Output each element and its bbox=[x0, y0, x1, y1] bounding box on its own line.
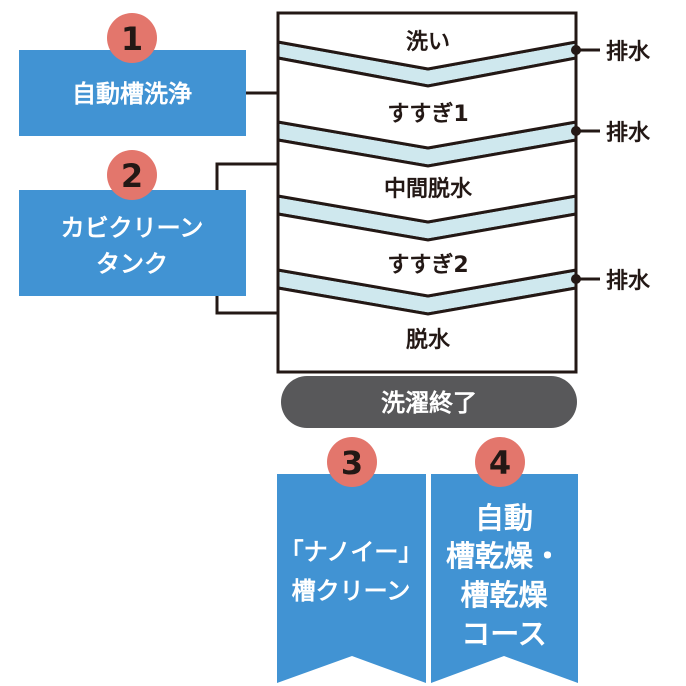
dry-box-bg bbox=[431, 474, 578, 683]
dry-label-line1: 自動 bbox=[475, 501, 533, 535]
badge-4: 4 bbox=[475, 437, 525, 487]
badge-number: 1 bbox=[121, 20, 143, 58]
badge-circle bbox=[475, 437, 525, 487]
badge-circle bbox=[327, 437, 377, 487]
end-pill-bg bbox=[281, 376, 577, 428]
drain-label: 排水 bbox=[606, 121, 651, 146]
step-rinse-1 bbox=[276, 56, 578, 150]
mold-clean-label-line1: カビクリーン bbox=[61, 214, 204, 242]
step-blocks bbox=[276, 11, 578, 374]
drain-label: 排水 bbox=[606, 40, 651, 65]
dry-box: 自動 槽乾燥・ 槽乾燥 コース bbox=[431, 474, 578, 683]
badge-number: 3 bbox=[341, 444, 363, 482]
auto-clean-box: 自動槽洗浄 bbox=[19, 50, 246, 136]
nanoe-label-line2: 槽クリーン bbox=[292, 577, 411, 605]
badge-1: 1 bbox=[107, 13, 157, 63]
badge-number: 2 bbox=[121, 157, 143, 195]
step-label: すすぎ2 bbox=[387, 252, 468, 278]
drain-marker: 排水 bbox=[571, 269, 651, 294]
step-labels: 洗い すすぎ1 中間脱水 すすぎ2 脱水 bbox=[384, 30, 473, 353]
auto-clean-label: 自動槽洗浄 bbox=[72, 80, 192, 108]
end-pill: 洗濯終了 bbox=[281, 376, 577, 428]
step-label: すすぎ1 bbox=[387, 101, 468, 127]
step-rinse-2 bbox=[276, 212, 578, 298]
drain-markers: 排水 排水 排水 bbox=[571, 40, 651, 294]
mold-clean-label-line2: タンク bbox=[96, 250, 168, 278]
badges: 1 2 3 4 bbox=[107, 13, 525, 487]
badge-number: 4 bbox=[489, 444, 511, 482]
step-label: 洗い bbox=[406, 30, 450, 55]
end-label: 洗濯終了 bbox=[381, 389, 477, 417]
drain-marker: 排水 bbox=[571, 121, 651, 146]
badge-2: 2 bbox=[107, 150, 157, 200]
mold-clean-box-bg bbox=[19, 190, 246, 296]
nanoe-label-line1: 「ナノイー」 bbox=[280, 538, 423, 566]
step-mid-spin bbox=[276, 138, 578, 224]
badge-circle bbox=[107, 13, 157, 63]
drain-label: 排水 bbox=[606, 269, 651, 294]
badge-circle bbox=[107, 150, 157, 200]
nanoe-box-bg bbox=[277, 474, 426, 683]
drain-marker: 排水 bbox=[571, 40, 651, 65]
mold-clean-box: カビクリーン タンク bbox=[19, 190, 246, 296]
dry-label-line3: 槽乾燥 bbox=[460, 578, 548, 612]
badge-3: 3 bbox=[327, 437, 377, 487]
step-label: 中間脱水 bbox=[384, 177, 473, 202]
step-wash bbox=[276, 11, 578, 71]
auto-clean-box-bg bbox=[19, 50, 246, 136]
step-spin bbox=[276, 286, 578, 374]
nanoe-box: 「ナノイー」 槽クリーン bbox=[277, 474, 426, 683]
step-label: 脱水 bbox=[406, 328, 451, 353]
dry-label-line2: 槽乾燥・ bbox=[446, 539, 562, 573]
dry-label-line4: コース bbox=[461, 617, 547, 651]
